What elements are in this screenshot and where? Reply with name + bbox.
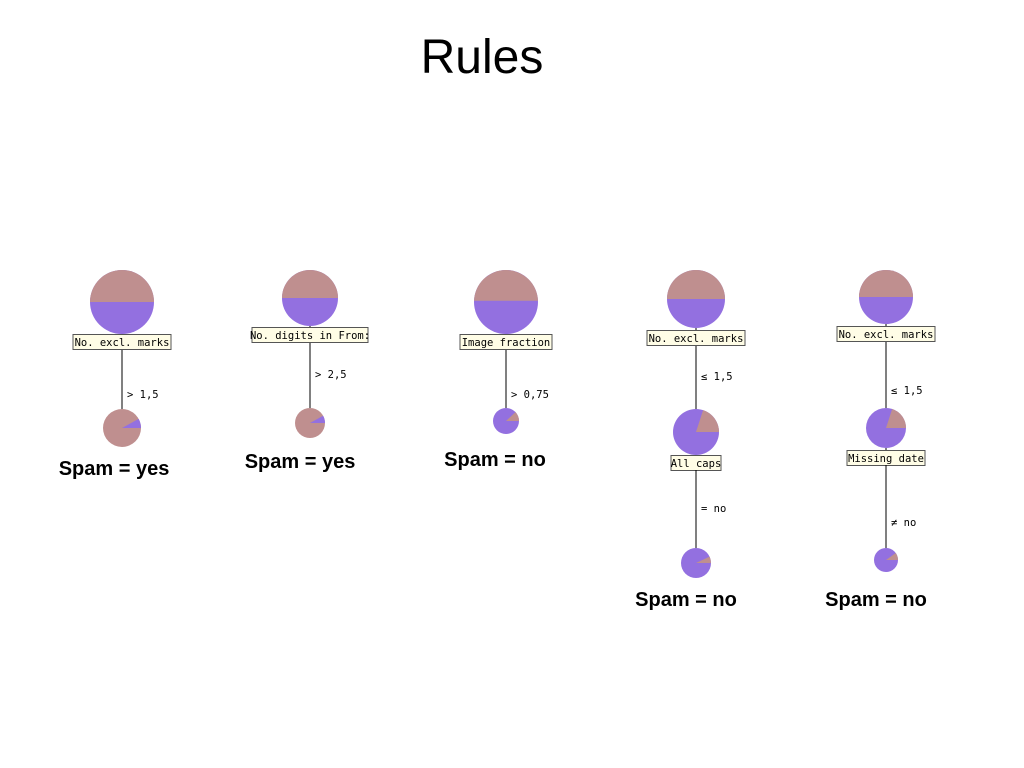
rule-5-conclusion: Spam = no xyxy=(825,589,927,611)
rule-3-root-pie-spam-yes-segment xyxy=(474,270,538,301)
rule-5-node-pie-2-minority-wedge xyxy=(886,552,898,560)
rule-5-node-attribute-1: Missing date xyxy=(848,453,924,465)
rule-4-root-attribute: No. excl. marks xyxy=(649,333,744,345)
rule-1-node-pie-1-minority-wedge xyxy=(122,418,141,428)
rule-5-node-pie-1 xyxy=(866,408,906,448)
rule-1-root-pie-spam-yes-segment xyxy=(90,270,154,302)
rule-3-node-pie-1 xyxy=(493,408,519,434)
rule-2-root-pie xyxy=(282,270,338,326)
rule-3-conclusion: Spam = no xyxy=(444,449,546,471)
rule-1-root-pie xyxy=(90,270,154,334)
rule-1-root-attribute-box xyxy=(72,334,172,350)
rule-2-root-attribute: No. digits in From: xyxy=(250,330,370,342)
rule-4-node-pie-1 xyxy=(673,409,719,455)
rule-5-condition-1: ≤ 1,5 xyxy=(891,385,923,397)
rule-3-node-pie-1-minority-wedge xyxy=(506,412,519,421)
rule-2-node-pie-1-minority-wedge xyxy=(310,415,325,423)
rule-4-condition-2: = no xyxy=(701,503,726,515)
rule-4-conclusion: Spam = no xyxy=(635,589,737,611)
rule-4-node-pie-2-minority-wedge xyxy=(696,556,711,563)
rule-4-node-pie-1-minority-wedge xyxy=(696,410,719,432)
rule-3-condition-1: > 0,75 xyxy=(511,389,549,401)
rule-4-node-pie-2 xyxy=(681,548,711,578)
rule-5-node-pie-1-minority-wedge xyxy=(886,408,906,428)
rule-4-root-pie xyxy=(667,270,725,328)
rule-5-root-attribute: No. excl. marks xyxy=(839,329,934,341)
rule-5-root-pie-spam-yes-segment xyxy=(859,270,913,297)
rule-1-condition-1: > 1,5 xyxy=(127,389,159,401)
rule-4-node-attribute-1: All caps xyxy=(671,458,722,470)
rule-2-conclusion: Spam = yes xyxy=(245,451,356,473)
rule-1-conclusion: Spam = yes xyxy=(59,458,170,480)
rule-5-node-pie-2 xyxy=(874,548,898,572)
rule-3-root-attribute-box xyxy=(459,334,553,350)
rule-5-root-pie xyxy=(859,270,913,324)
rule-1-node-pie-1 xyxy=(103,409,141,447)
rule-3-root-pie xyxy=(474,270,538,334)
rule-5-root-attribute-box xyxy=(836,326,936,342)
rule-4-condition-1: ≤ 1,5 xyxy=(701,371,733,383)
rule-2-condition-1: > 2,5 xyxy=(315,369,347,381)
rule-4-root-pie-spam-yes-segment xyxy=(667,270,725,299)
rule-2-node-pie-1 xyxy=(295,408,325,438)
rule-5-condition-2: ≠ no xyxy=(891,517,916,529)
rule-1-root-attribute: No. excl. marks xyxy=(75,337,170,349)
rule-2-root-attribute-box xyxy=(251,327,369,343)
rule-4-root-attribute-box xyxy=(646,330,746,346)
slide-title: Rules xyxy=(420,31,544,84)
rule-3-root-attribute: Image fraction xyxy=(462,337,551,349)
rule-2-root-pie-spam-yes-segment xyxy=(282,270,338,298)
